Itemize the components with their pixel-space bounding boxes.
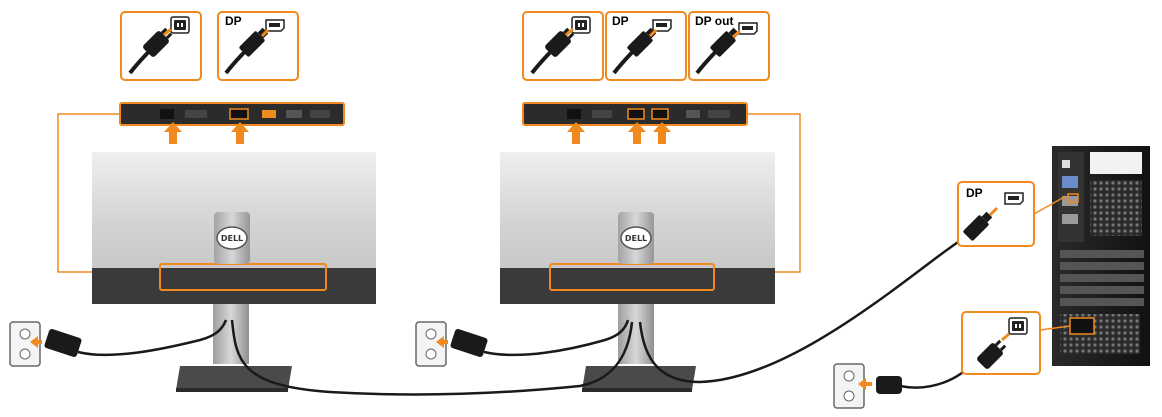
dp-port-icon	[652, 19, 672, 32]
power-plug-icon	[977, 339, 1007, 369]
monitor1-body: DELL	[92, 152, 376, 304]
dp-plug-icon	[963, 211, 993, 241]
monitor2-brand: DELL	[625, 234, 647, 243]
dell-logo	[620, 226, 652, 250]
power-plug-3	[876, 376, 902, 394]
wall-outlet-1	[9, 321, 42, 367]
power-port-icon	[571, 16, 591, 34]
power-plug-1	[44, 329, 82, 357]
monitor2-power-callout	[522, 11, 604, 81]
monitor1-dp-callout: DP	[217, 11, 299, 81]
monitor1-brand: DELL	[221, 234, 243, 243]
monitor2-body: DELL	[500, 152, 775, 304]
power-port-icon	[170, 16, 190, 34]
monitor2-dp-callout: DP	[605, 11, 687, 81]
computer-power-callout	[961, 311, 1071, 375]
power-plug-icon	[545, 27, 575, 57]
monitor-2: DP DP out	[500, 11, 801, 392]
dp-port-icon	[1004, 192, 1024, 205]
power-plug-2	[450, 329, 488, 357]
monitor2-dpout-callout: DP out	[688, 11, 770, 81]
computer-tower	[1052, 146, 1150, 366]
power-port-icon	[1008, 317, 1028, 335]
dell-logo	[216, 226, 248, 250]
monitor2-port-strip	[522, 102, 748, 126]
dp-port-icon	[738, 22, 758, 35]
monitor2-callout-3-label: DP out	[695, 14, 733, 28]
wall-outlet-3	[833, 363, 872, 409]
dp-port-icon	[265, 19, 285, 32]
monitor1-callout-2-label: DP	[225, 14, 242, 28]
power-plug-icon	[143, 27, 173, 57]
monitor2-callout-2-label: DP	[612, 14, 629, 28]
wall-outlet-2	[415, 321, 448, 367]
monitor1-power-callout	[120, 11, 202, 81]
monitor1-stand	[176, 304, 292, 392]
computer-callout-1-label: DP	[966, 186, 983, 200]
computer-dp-callout: DP	[957, 181, 1067, 247]
monitor-1: DP D	[57, 11, 376, 392]
monitor1-port-strip	[119, 102, 345, 126]
